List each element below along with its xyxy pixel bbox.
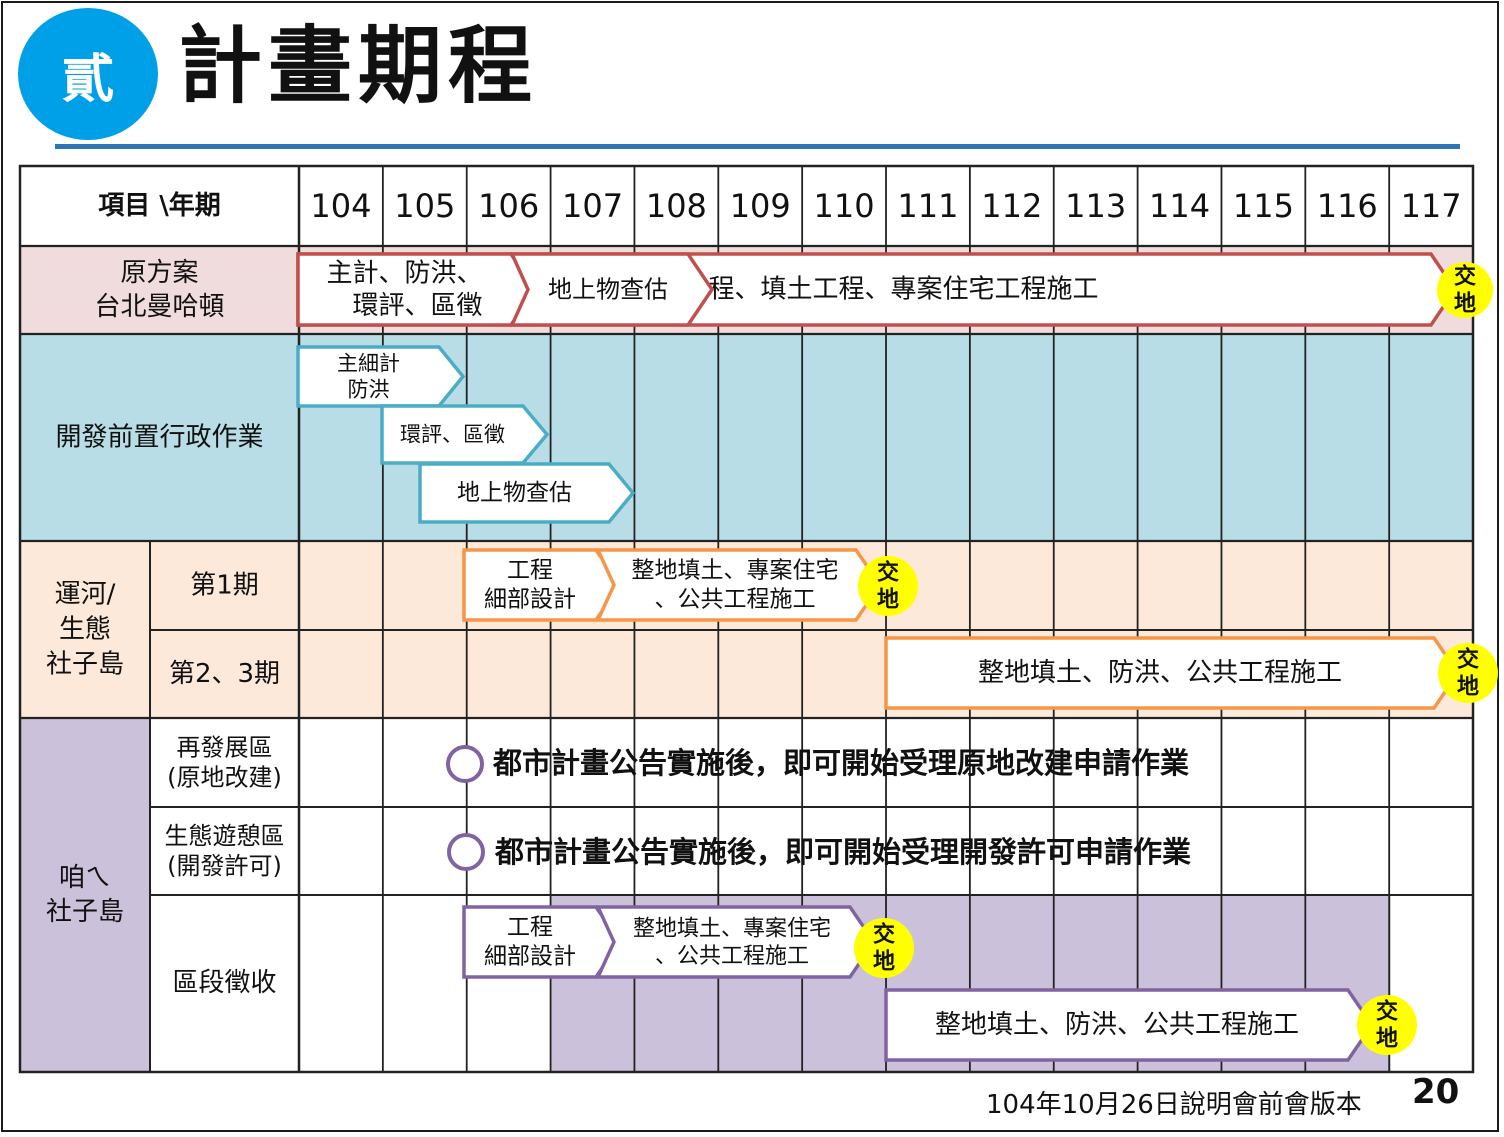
handover-label: 交地 <box>877 559 899 612</box>
handover-label: 交地 <box>1457 646 1479 699</box>
year-header-114: 114 <box>1149 187 1210 225</box>
bar-original-survey-label: 地上物查估 <box>548 276 668 304</box>
year-header-104: 104 <box>310 187 371 225</box>
year-header-116: 116 <box>1317 187 1378 225</box>
year-header-110: 110 <box>814 187 875 225</box>
handover-label: 交地 <box>1454 263 1476 316</box>
bar-pre-survey-label: 地上物查估 <box>457 480 572 506</box>
row-label-pre-admin: 開發前置行政作業 <box>55 423 263 453</box>
bar-c1-construction <box>595 548 883 622</box>
header-row-bg <box>20 166 1473 246</box>
bar-c23-construction <box>884 636 1461 710</box>
title-divider <box>55 144 1460 149</box>
bar-z-construction-label: 整地填土、專案住宅、公共工程施工 <box>633 916 831 969</box>
row-label-eco-zone: 生態遊憩區(開發許可) <box>165 822 285 880</box>
group-label-canal: 運河/生態社子島 <box>46 580 124 680</box>
handover-marker <box>858 556 918 616</box>
corner-header: 項目 \年期 <box>98 190 221 221</box>
year-header-113: 113 <box>1065 187 1126 225</box>
year-header-108: 108 <box>646 187 707 225</box>
row-label-phase1: 第1期 <box>190 571 259 601</box>
bar-z-phase2-construction <box>884 988 1375 1062</box>
group-label-zaa: 咱ㄟ社子島 <box>46 863 124 927</box>
handover-label: 交地 <box>873 921 895 974</box>
section-badge: 貳 <box>18 8 158 140</box>
bar-c23-construction-label: 整地填土、防洪、公共工程施工 <box>978 658 1342 688</box>
bar-c1-construction-label: 整地填土、專案住宅、公共工程施工 <box>632 558 839 613</box>
bar-original-survey <box>509 252 715 327</box>
version-note: 104年10月26日說明會前會版本 <box>986 1090 1362 1120</box>
handover-marker <box>1437 262 1493 318</box>
handover-marker <box>1357 995 1417 1055</box>
bar-original-planning-label: 主計、防洪、 環評、區徵 <box>326 258 482 321</box>
year-header-117: 117 <box>1401 187 1462 225</box>
year-header-112: 112 <box>981 187 1042 225</box>
row-label-original-plan: 原方案台北曼哈頓 <box>94 258 224 322</box>
year-header-115: 115 <box>1233 187 1294 225</box>
page-title: 計畫期程 <box>178 17 539 115</box>
page-number: 20 <box>1412 1072 1460 1112</box>
table-border <box>18 164 1475 1074</box>
year-header-111: 111 <box>897 187 958 225</box>
bar-pre-zoning-label: 主細計防洪 <box>337 351 400 401</box>
handover-label: 交地 <box>1376 998 1398 1051</box>
bar-z-construction <box>595 905 877 979</box>
bar-z-design-label: 工程細部設計 <box>484 915 576 970</box>
year-header-105: 105 <box>394 187 455 225</box>
bar-z-phase2-construction-label: 整地填土、防洪、公共工程施工 <box>935 1010 1299 1040</box>
handover-marker <box>854 918 914 978</box>
row-pre-admin-bg <box>20 334 1473 541</box>
eco-zone-note: 都市計畫公告實施後，即可開始受理開發許可申請作業 <box>494 835 1191 869</box>
year-header-109: 109 <box>730 187 791 225</box>
year-header-106: 106 <box>478 187 539 225</box>
bar-c1-design <box>462 548 623 622</box>
group-zaa-bg <box>20 718 150 1072</box>
bar-pre-survey <box>418 462 636 524</box>
start-marker-eco <box>447 833 485 871</box>
bar-pre-eia-label: 環評、區徵 <box>400 423 505 447</box>
start-marker-redevelop <box>446 745 484 783</box>
handover-marker <box>1438 643 1498 703</box>
row-label-phase23: 第2、3期 <box>169 659 280 689</box>
bar-z-design <box>462 905 623 979</box>
row-label-expropriation: 區段徵收 <box>172 968 276 998</box>
bar-c1-design-label: 工程細部設計 <box>484 558 576 613</box>
row-label-redevelop: 再發展區(原地改建) <box>167 734 282 792</box>
redevelop-note: 都市計畫公告實施後，即可開始受理原地改建申請作業 <box>492 746 1189 780</box>
year-header-107: 107 <box>562 187 623 225</box>
